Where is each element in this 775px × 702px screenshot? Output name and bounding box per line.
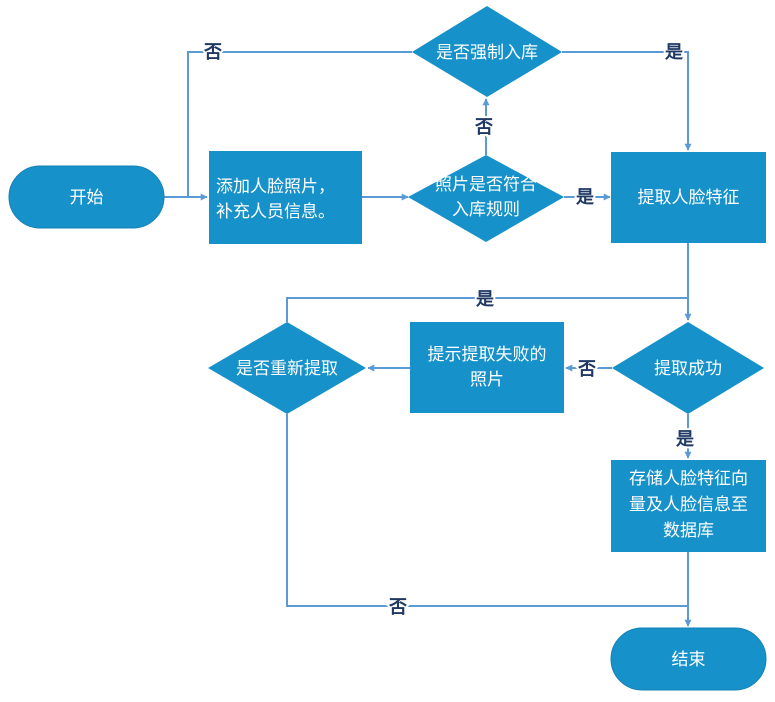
ok-no-label: 否 <box>577 359 596 380</box>
start-node: 开始 <box>8 165 165 229</box>
retry-yes-label: 是 <box>475 289 494 310</box>
fail-photo-label-line-2: 照片 <box>470 370 504 390</box>
store-process-shape <box>611 460 766 552</box>
force-yes-label: 是 <box>664 42 683 63</box>
retry-no-label: 否 <box>388 597 407 618</box>
store-label-line-1: 存储人脸特征向 <box>629 469 748 489</box>
retry-decision-shape <box>208 322 366 414</box>
ok-yes-label: 是 <box>675 429 694 450</box>
end-node: 结束 <box>610 627 767 691</box>
start-label: 开始 <box>70 188 104 208</box>
end-label: 结束 <box>672 650 706 670</box>
add-photo-process-shape <box>209 151 362 244</box>
extract-ok-node: 提取成功 <box>612 322 764 414</box>
extract-ok-decision-shape <box>612 322 764 414</box>
extract-node: 提取人脸特征 <box>611 152 766 243</box>
fail-photo-process-shape <box>410 322 564 413</box>
force-store-node: 是否强制入库 <box>412 6 562 97</box>
extract-ok-label: 提取成功 <box>654 359 722 379</box>
edge-force-no-to-add-photo <box>187 51 412 197</box>
fail-photo-label-line-1: 提示提取失败的 <box>428 345 547 365</box>
photo-check-label-line-2: 入库规则 <box>452 200 520 220</box>
extract-label: 提取人脸特征 <box>638 188 740 208</box>
photo-check-decision-shape <box>408 155 564 242</box>
edge-retry-yes-to-extract <box>286 297 688 322</box>
add-photo-label-line-2: 补充人员信息。 <box>216 202 335 222</box>
force-store-decision-shape <box>412 6 562 97</box>
store-node: 存储人脸特征向 量及人脸信息至 数据库 <box>611 460 766 552</box>
retry-label: 是否重新提取 <box>236 359 338 379</box>
check-no-label: 否 <box>474 117 493 138</box>
photo-check-label-line-1: 照片是否符合 <box>435 175 537 195</box>
add-photo-node: 添加人脸照片， 补充人员信息。 <box>209 151 362 244</box>
fail-photo-node: 提示提取失败的 照片 <box>410 322 564 413</box>
edge-labels: 否 是 否 是 是 否 是 否 <box>201 40 696 620</box>
connectors <box>164 51 692 627</box>
force-store-label: 是否强制入库 <box>436 43 538 63</box>
end-terminator-shape <box>610 627 767 691</box>
force-no-label: 否 <box>203 42 222 63</box>
check-yes-label: 是 <box>575 187 594 208</box>
store-label-line-2: 量及人脸信息至 <box>629 495 748 515</box>
add-photo-label-line-1: 添加人脸照片， <box>216 177 335 197</box>
store-label-line-3: 数据库 <box>663 521 714 541</box>
retry-node: 是否重新提取 <box>208 322 366 414</box>
edge-retry-no-to-end <box>286 414 688 607</box>
extract-process-shape <box>611 152 766 243</box>
start-terminator-shape <box>8 165 165 229</box>
edge-force-yes-to-extract <box>562 51 692 151</box>
photo-check-node: 照片是否符合 入库规则 <box>408 155 564 242</box>
